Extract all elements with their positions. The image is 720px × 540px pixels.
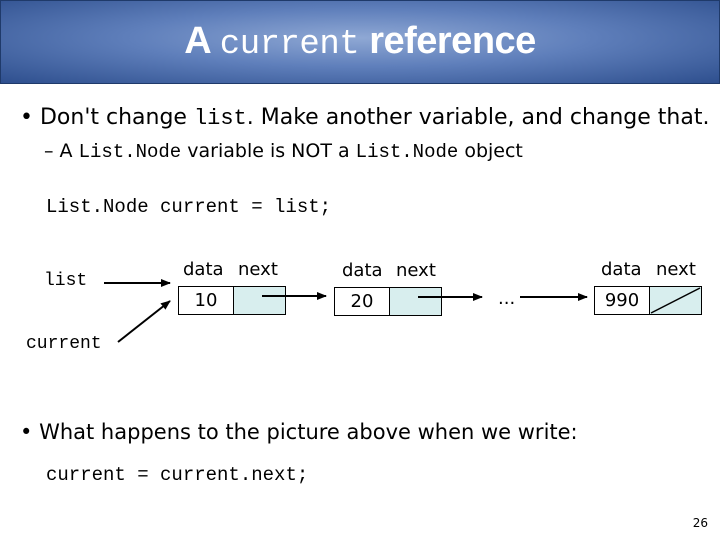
bullet-1: • Don't change list. Make another variab… [20, 105, 709, 131]
bullet-2-marker: • [20, 420, 33, 444]
sub-bullet-text-3: object [458, 140, 523, 162]
node-2-data-header: data [342, 260, 383, 281]
node-2-next-cell [389, 287, 442, 316]
node-1-next-header: next [238, 259, 278, 280]
title-word-a: A [184, 20, 210, 62]
title-code: current [219, 26, 360, 64]
sub-bullet-code-1: List.Node [78, 141, 182, 163]
sub-bullet-1: – A List.Node variable is NOT a List.Nod… [44, 140, 523, 163]
bullet-1-code: list [193, 106, 247, 131]
ellipsis: ... [498, 288, 516, 309]
sub-bullet-text-2: variable is NOT a [181, 140, 356, 162]
node-3-data-header: data [601, 259, 642, 280]
code-line-1: List.Node current = list; [46, 196, 332, 218]
sub-bullet-text-1: A [59, 140, 79, 162]
current-variable-label: current [26, 334, 102, 354]
node-1-data-cell: 10 [178, 286, 234, 315]
sub-bullet-code-2: List.Node [355, 141, 459, 163]
bullet-1-text-pre: Don't change [39, 105, 194, 130]
slide-title: A current reference [184, 20, 536, 64]
bullet-marker: • [20, 105, 33, 130]
node-2-data-cell: 20 [334, 287, 390, 316]
bullet-1-text-post: . Make another variable, and change that… [246, 105, 710, 130]
null-slash [650, 287, 701, 314]
node-3-next-header: next [656, 259, 696, 280]
node-1-data-header: data [183, 259, 224, 280]
node-2-next-header: next [396, 260, 436, 281]
sub-bullet-marker: – [44, 140, 54, 162]
node-1-next-cell [233, 286, 286, 315]
title-word-reference: reference [369, 20, 536, 62]
node-3-data-cell: 990 [594, 286, 650, 315]
bullet-2-text: What happens to the picture above when w… [39, 420, 578, 444]
page-number: 26 [692, 516, 708, 530]
list-variable-label: list [44, 271, 88, 291]
code-line-2: current = current.next; [46, 464, 309, 486]
current-arrow [117, 300, 171, 343]
bullet-2: • What happens to the picture above when… [20, 420, 578, 444]
title-bar: A current reference [0, 0, 720, 84]
